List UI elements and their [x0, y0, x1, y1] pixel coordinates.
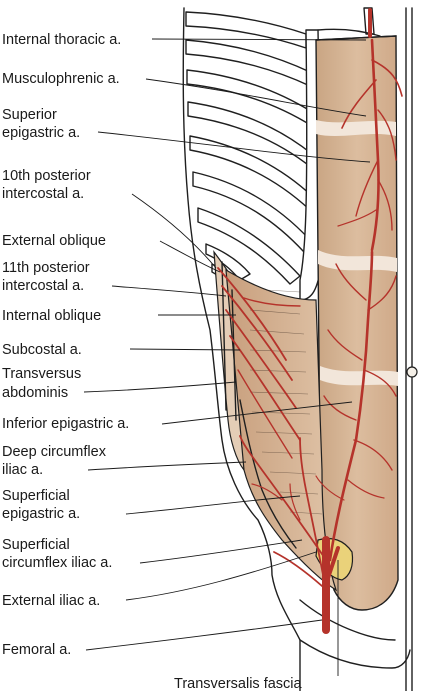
rib-cage — [185, 11, 381, 301]
label-internal-oblique: Internal oblique — [2, 308, 101, 324]
label-transversus-abdominis-line1: Transversus — [2, 366, 81, 382]
label-posterior-intercostal-11-line2: intercostal a. — [2, 278, 84, 294]
body-outline — [182, 7, 413, 691]
label-superficial-circumflex-iliac-line1: Superficial — [2, 537, 70, 553]
label-femoral: Femoral a. — [2, 642, 71, 658]
lateral-abdominal-muscles — [213, 249, 338, 592]
label-posterior-intercostal-10-line1: 10th posterior — [2, 168, 91, 184]
label-transversalis-fascia: Transversalis fascia — [174, 676, 303, 691]
label-superior-epigastric-line1: Superior — [2, 107, 57, 123]
label-superficial-epigastric-line1: Superficial — [2, 488, 70, 504]
label-inferior-epigastric: Inferior epigastric a. — [2, 416, 129, 432]
label-subcostal: Subcostal a. — [2, 342, 82, 358]
label-superficial-epigastric-line2: epigastric a. — [2, 506, 80, 522]
arteries — [217, 8, 403, 634]
label-superior-epigastric-line2: epigastric a. — [2, 125, 80, 141]
leader-lines — [83, 38, 371, 676]
labels: Internal thoracic a. Musculophrenic a. S… — [2, 32, 303, 691]
label-external-oblique: External oblique — [2, 233, 106, 249]
label-internal-thoracic: Internal thoracic a. — [2, 32, 121, 48]
label-superficial-circumflex-iliac-line2: circumflex iliac a. — [2, 555, 112, 571]
label-musculophrenic: Musculophrenic a. — [2, 71, 120, 87]
label-transversus-abdominis-line2: abdominis — [2, 385, 68, 401]
umbilicus — [406, 366, 418, 378]
label-deep-circumflex-iliac-line2: iliac a. — [2, 462, 43, 478]
label-deep-circumflex-iliac-line1: Deep circumflex — [2, 444, 107, 460]
label-external-iliac: External iliac a. — [2, 593, 100, 609]
label-posterior-intercostal-11-line1: 11th posterior — [2, 260, 90, 276]
label-posterior-intercostal-10-line2: intercostal a. — [2, 186, 84, 202]
